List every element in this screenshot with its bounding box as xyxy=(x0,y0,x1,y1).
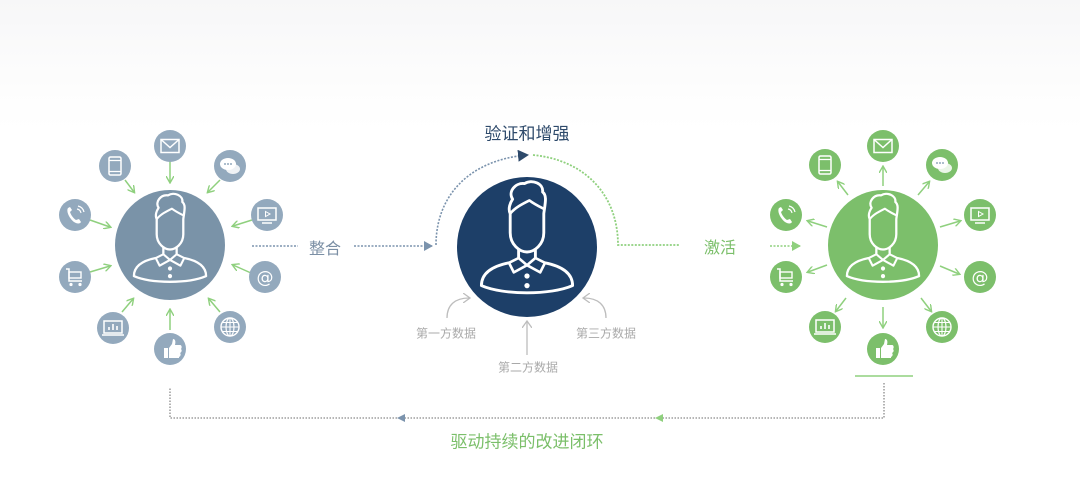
inbound-arrows xyxy=(89,161,253,330)
right-channel-icons xyxy=(770,130,996,365)
data-source-arrows xyxy=(446,298,607,355)
left-channel-icons xyxy=(59,130,283,365)
loop-arrow-blue xyxy=(397,414,405,422)
activate-label: 激活 xyxy=(703,238,737,257)
loop-arrow-green xyxy=(655,414,663,422)
at-icon xyxy=(971,268,989,288)
left-hub-circle xyxy=(115,190,225,300)
outbound-arrows xyxy=(808,167,960,327)
second-party-data-label: 第二方数据 xyxy=(497,360,559,375)
center-title: 验证和增强 xyxy=(484,124,570,145)
right-hub-circle xyxy=(828,190,938,300)
verify-arc-left xyxy=(435,149,529,246)
verify-arc-right xyxy=(532,154,680,246)
center-hub-circle xyxy=(457,177,597,317)
at-icon xyxy=(256,268,274,288)
third-party-data-label: 第三方数据 xyxy=(575,326,637,341)
feedback-loop-label: 驱动持续的改进闭环 xyxy=(450,432,604,453)
feedback-loop-line xyxy=(169,383,885,419)
globe-icon xyxy=(932,317,952,337)
right-hub-group xyxy=(770,130,996,377)
integrate-label: 整合 xyxy=(308,239,342,258)
left-hub-group xyxy=(59,130,283,365)
first-party-data-label: 第一方数据 xyxy=(415,326,477,341)
globe-icon xyxy=(220,317,240,337)
